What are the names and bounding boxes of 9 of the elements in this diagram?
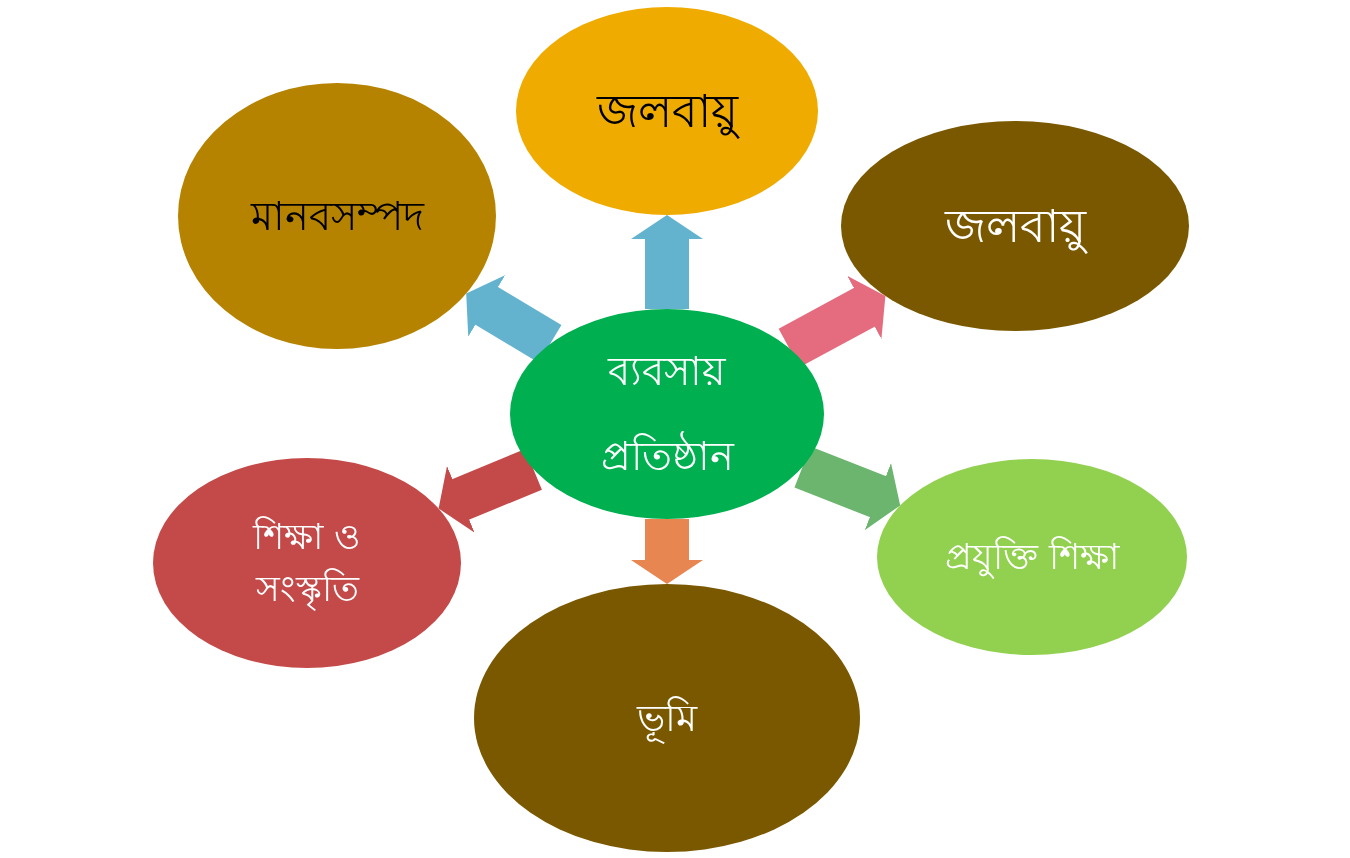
ellipse-label: শিক্ষা ও সংস্কৃতি — [251, 515, 363, 613]
block-arrow — [631, 519, 703, 584]
ellipse-label: প্রযুক্তি শিক্ষা — [944, 535, 1120, 581]
ellipse-label: মানবসম্পদ — [250, 192, 424, 241]
ellipse-label: জলবায়ু — [596, 83, 738, 141]
ellipse-label: জলবায়ু — [944, 198, 1086, 256]
ellipse-label: ভূমি — [637, 692, 697, 744]
ellipse-label: ব্যবসায় প্রতিষ্ঠান — [599, 347, 736, 481]
block-arrow — [631, 215, 703, 309]
